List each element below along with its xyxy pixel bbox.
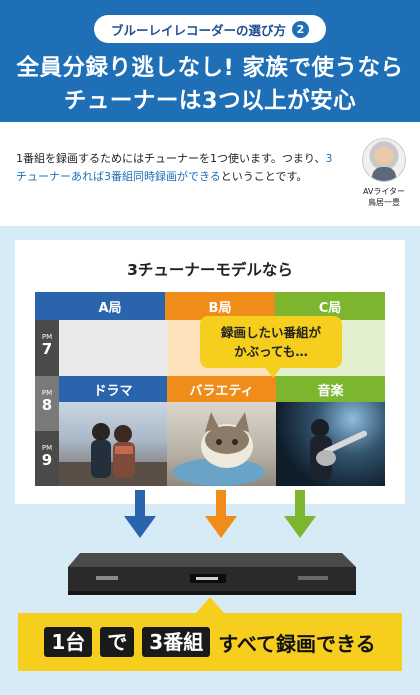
author-name: 鳥居一豊 bbox=[368, 198, 400, 207]
station-header-row: A局 B局 C局 bbox=[35, 292, 385, 320]
explanation-part-1: 1番組を録画するためにはチューナーを1つ使います。つまり、 bbox=[16, 152, 326, 165]
speech-bubble: 録画したい番組が かぶっても… bbox=[200, 316, 342, 368]
time-hour: 7 bbox=[41, 340, 53, 358]
station-b: B局 bbox=[165, 292, 275, 320]
diagram-title: 3チューナーモデルなら bbox=[127, 261, 293, 279]
cat-illustration bbox=[173, 412, 265, 486]
variety-image bbox=[167, 402, 276, 486]
explanation-text: 1番組を録画するためにはチューナーを1つ使います。つまり、3チューナーあれば3番… bbox=[16, 150, 336, 186]
particle-tag: で bbox=[100, 627, 135, 657]
time-prefix: PM bbox=[41, 389, 53, 397]
program-music: 音楽 bbox=[276, 376, 385, 486]
headline-line-1: 全員分録り逃しなし! 家族で使うなら bbox=[16, 55, 404, 81]
program-drama: ドラマ bbox=[59, 376, 167, 486]
summary-banner: 1台 で 3番組 すべて録画できる bbox=[18, 613, 402, 671]
summary-text: すべて録画できる bbox=[218, 631, 376, 656]
station-a: A局 bbox=[55, 292, 165, 320]
unit-count-tag: 1台 bbox=[44, 627, 93, 657]
time-column-header bbox=[35, 292, 55, 320]
drama-couple-illustration bbox=[59, 423, 167, 486]
arrow-down-icon bbox=[124, 490, 156, 538]
program-count-tag: 3番組 bbox=[142, 627, 211, 657]
time-hour: 9 bbox=[41, 451, 53, 469]
music-image bbox=[276, 402, 385, 486]
header-banner: ブルーレイレコーダーの選び方 2 全員分録り逃しなし! 家族で使うなら チューナ… bbox=[0, 0, 420, 122]
author-avatar bbox=[362, 138, 406, 182]
time-slot-8: PM 8 bbox=[35, 376, 59, 431]
station-c: C局 bbox=[275, 292, 385, 320]
drama-image bbox=[59, 402, 167, 486]
explanation-highlight: 3チューナーあれば3番組同時録画ができる bbox=[16, 152, 333, 183]
author-block: AVライター 鳥居一豊 bbox=[356, 138, 412, 208]
time-column: PM 7 PM 8 PM 9 bbox=[35, 320, 59, 486]
time-slot-7: PM 7 bbox=[35, 320, 59, 376]
blu-ray-recorder-icon bbox=[68, 553, 356, 595]
time-prefix: PM bbox=[41, 444, 53, 452]
series-pill: ブルーレイレコーダーの選び方 2 bbox=[94, 15, 326, 43]
bubble-line-2: かぶっても… bbox=[234, 344, 308, 359]
program-label: ドラマ bbox=[59, 376, 167, 402]
banner-tail bbox=[195, 597, 225, 614]
program-label: バラエティ bbox=[167, 376, 276, 402]
author-role: AVライター bbox=[362, 187, 406, 196]
explanation-part-2: ということです。 bbox=[220, 170, 308, 183]
speech-bubble-tail bbox=[264, 366, 282, 378]
bubble-line-1: 録画したい番組が bbox=[220, 325, 321, 340]
guitarist-illustration bbox=[310, 419, 368, 480]
arrow-down-icon bbox=[205, 490, 237, 538]
series-number-badge: 2 bbox=[292, 20, 309, 38]
program-label: 音楽 bbox=[276, 376, 385, 402]
program-variety: バラエティ bbox=[167, 376, 276, 486]
headline-line-2: チューナーは3つ以上が安心 bbox=[63, 88, 357, 114]
time-slot-9: PM 9 bbox=[35, 431, 59, 486]
time-prefix: PM bbox=[41, 333, 53, 341]
series-title: ブルーレイレコーダーの選び方 bbox=[110, 22, 286, 38]
arrow-down-icon bbox=[284, 490, 316, 538]
time-hour: 8 bbox=[41, 396, 53, 414]
pm7-cell-a bbox=[59, 320, 168, 376]
